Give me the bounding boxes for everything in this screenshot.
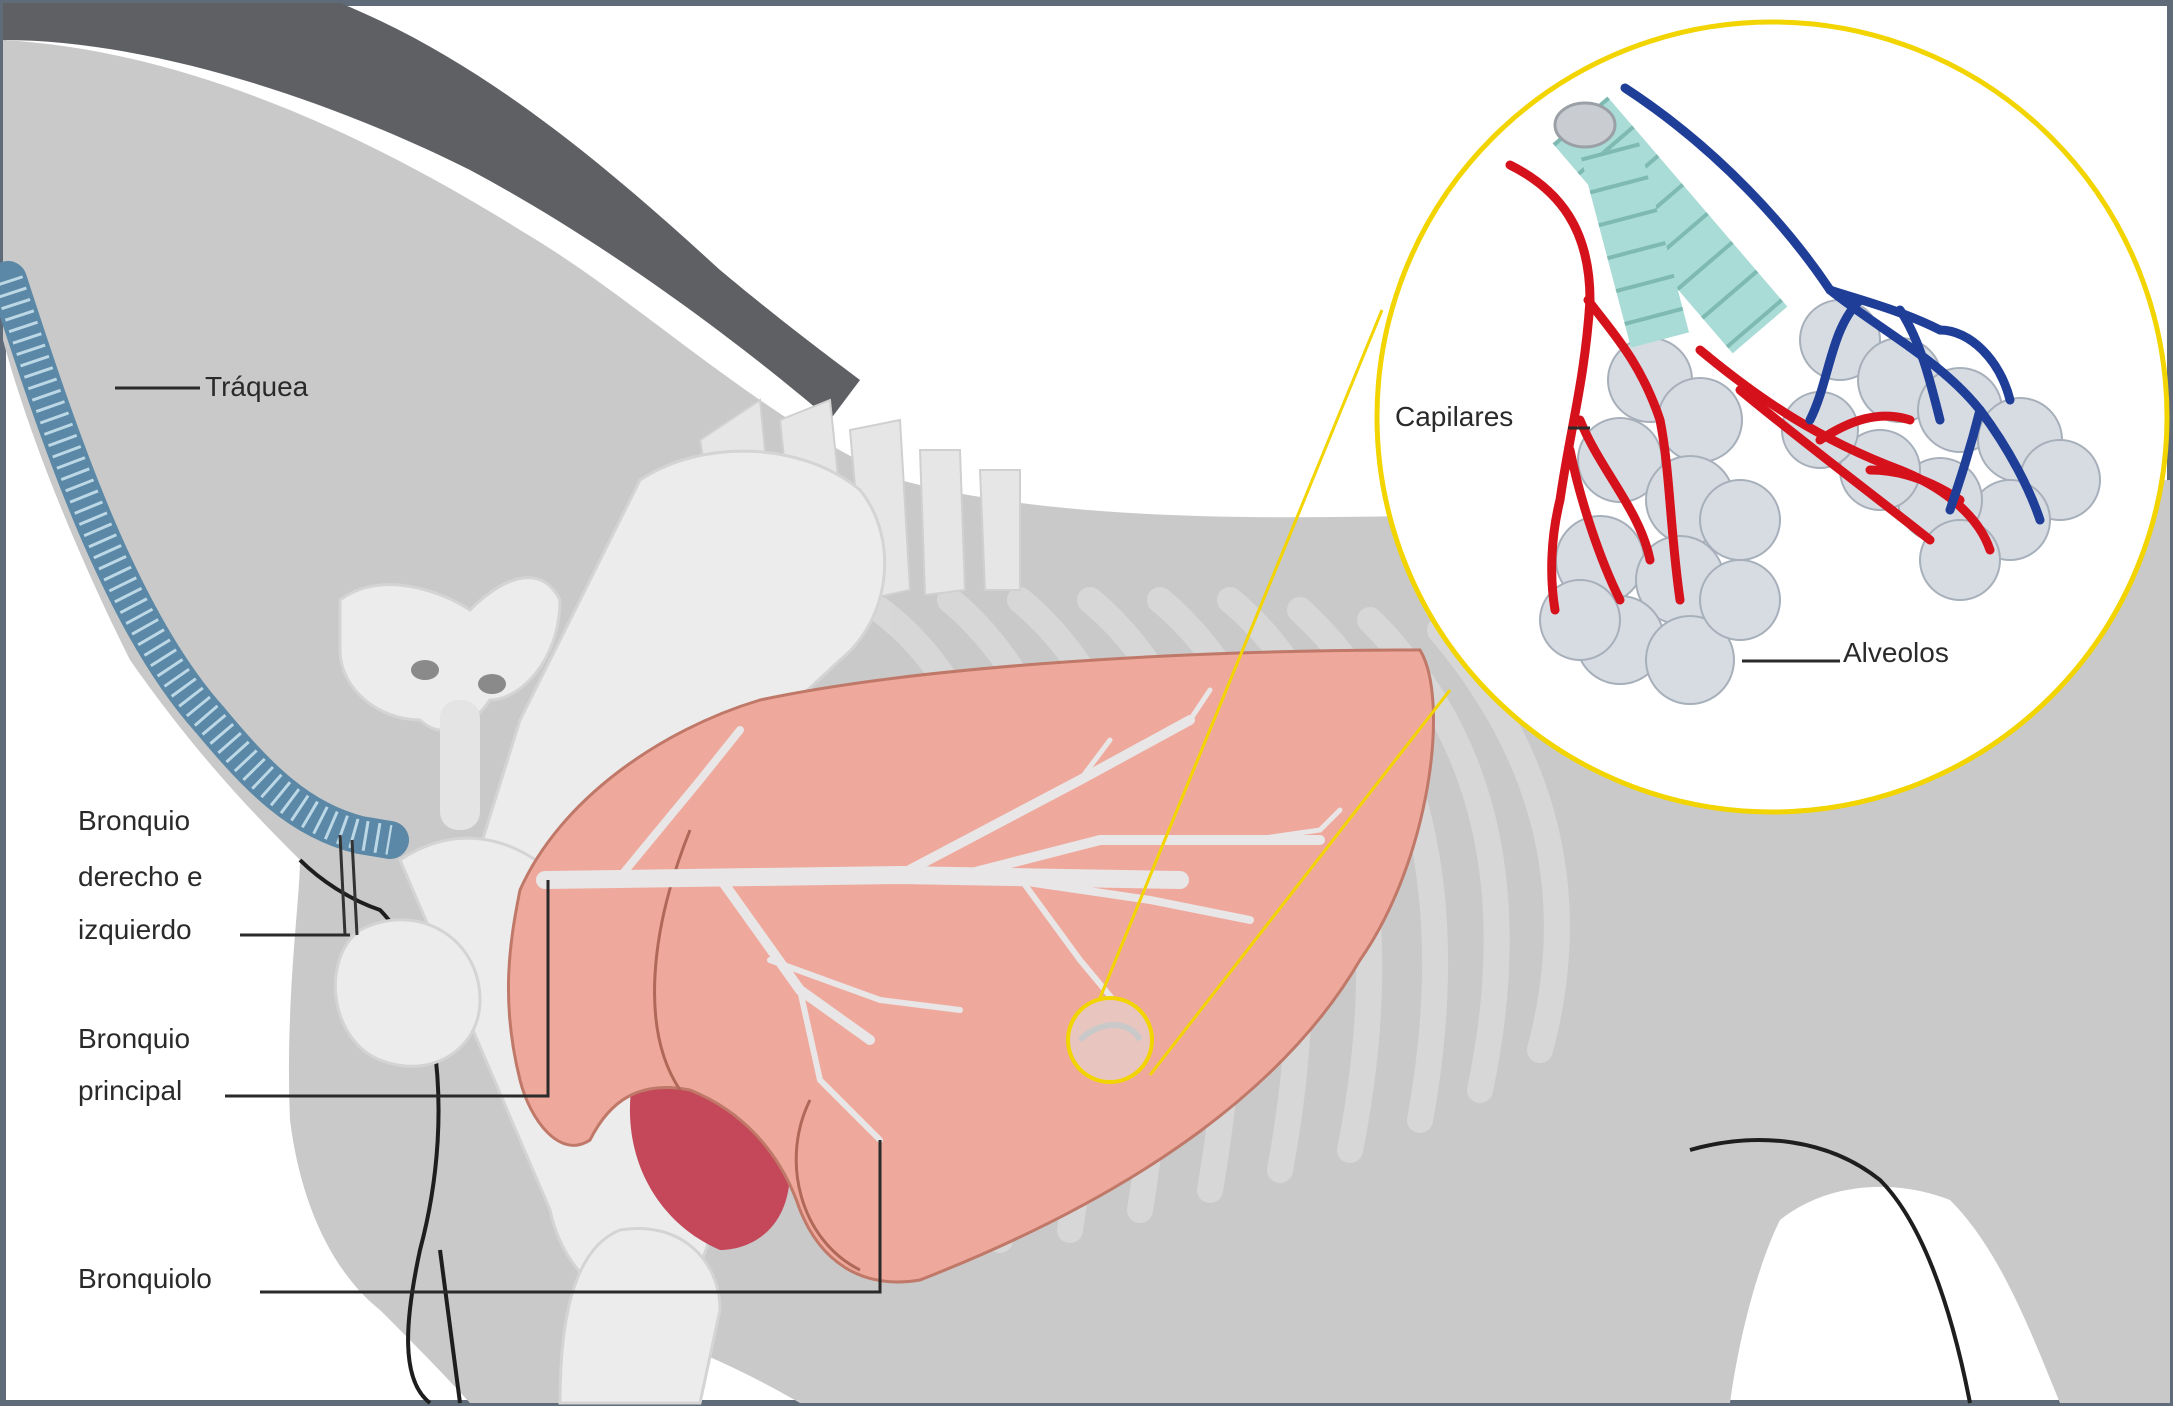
bronchial-tree <box>536 687 1343 1143</box>
leader-bronchiole <box>260 1140 882 1294</box>
lung-lobe-line-2 <box>794 1099 861 1272</box>
zoom-inset <box>1374 19 2170 815</box>
lung <box>506 648 1435 1284</box>
cervical-vertebra <box>338 576 562 830</box>
arteries <box>1505 160 1995 615</box>
zoom-connector-bottom <box>1148 689 1452 1076</box>
bronchi-stems <box>338 834 359 936</box>
label-capillaries: Capilares <box>1395 401 1514 432</box>
zoom-circle-outline <box>1374 19 2170 815</box>
label-alveoli: Alveolos <box>1843 637 1949 668</box>
veins <box>1620 83 2045 525</box>
label-main-bronchus-line1: Bronquio <box>78 1023 191 1054</box>
label-bronchi-line3: izquierdo <box>78 914 192 945</box>
label-main-bronchus-line2: principal <box>78 1075 183 1106</box>
leader-lines <box>115 386 1840 1294</box>
label-bronchiole: Bronquiolo <box>78 1263 212 1294</box>
leader-main-bronchus <box>225 880 550 1098</box>
zoom-source-circle <box>1066 996 1154 1084</box>
bronchiole-tube <box>1552 96 1788 354</box>
label-trachea: Tráquea <box>205 371 309 402</box>
leg-outline <box>438 1249 462 1404</box>
trachea <box>0 261 409 859</box>
label-bronchi-line2: derecho e <box>78 861 203 892</box>
zoom-connector-top <box>1098 309 1384 999</box>
alveoli-clusters <box>1539 299 2101 705</box>
label-bronchi-line1: Bronquio <box>78 805 191 836</box>
lung-lobe-line <box>653 829 692 1091</box>
belly-outline <box>1689 1138 1972 1404</box>
dark-back-band <box>3 3 860 420</box>
